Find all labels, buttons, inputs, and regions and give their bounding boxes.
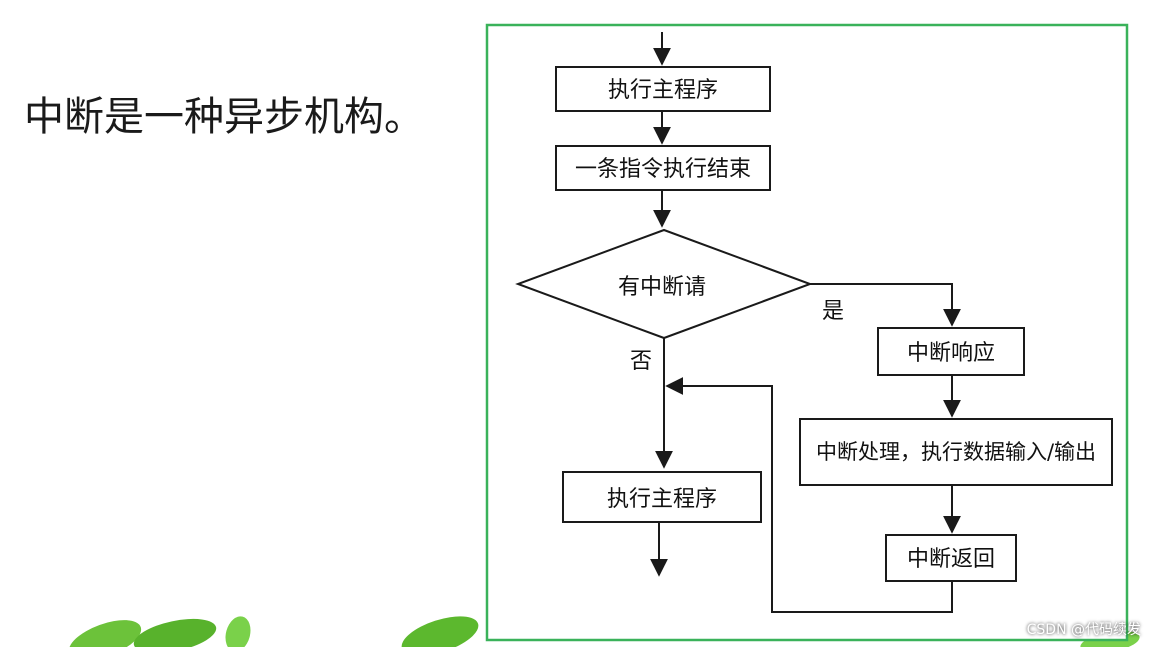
diagram-frame bbox=[485, 23, 1129, 642]
watermark: CSDN @代码续发 bbox=[1026, 622, 1141, 638]
node-interrupt-handle bbox=[799, 418, 1113, 486]
edge-label-yes: 是 bbox=[822, 299, 844, 324]
slide-heading: 中断是一种异步机构。 bbox=[24, 94, 424, 140]
node-exec-main-top bbox=[555, 66, 771, 112]
node-instruction-end bbox=[555, 145, 771, 191]
node-exec-main-bottom-label: 执行主程序 bbox=[607, 487, 717, 512]
node-interrupt-return bbox=[885, 534, 1017, 582]
node-exec-main-bottom bbox=[562, 471, 762, 523]
node-interrupt-response bbox=[877, 327, 1025, 376]
arrow-return-loop bbox=[665, 377, 953, 613]
node-interrupt-handle-label: 中断处理，执行数据输入/输出 bbox=[816, 440, 1096, 464]
node-exec-main-top-label: 执行主程序 bbox=[608, 78, 718, 103]
node-instruction-end-label: 一条指令执行结束 bbox=[575, 157, 751, 182]
node-interrupt-response-label: 中断响应 bbox=[907, 341, 995, 366]
edge-label-no: 否 bbox=[630, 349, 652, 374]
arrow-yes-branch bbox=[810, 283, 961, 327]
node-interrupt-return-label: 中断返回 bbox=[907, 547, 995, 572]
node-has-interrupt-label: 有中断请 bbox=[618, 275, 706, 300]
